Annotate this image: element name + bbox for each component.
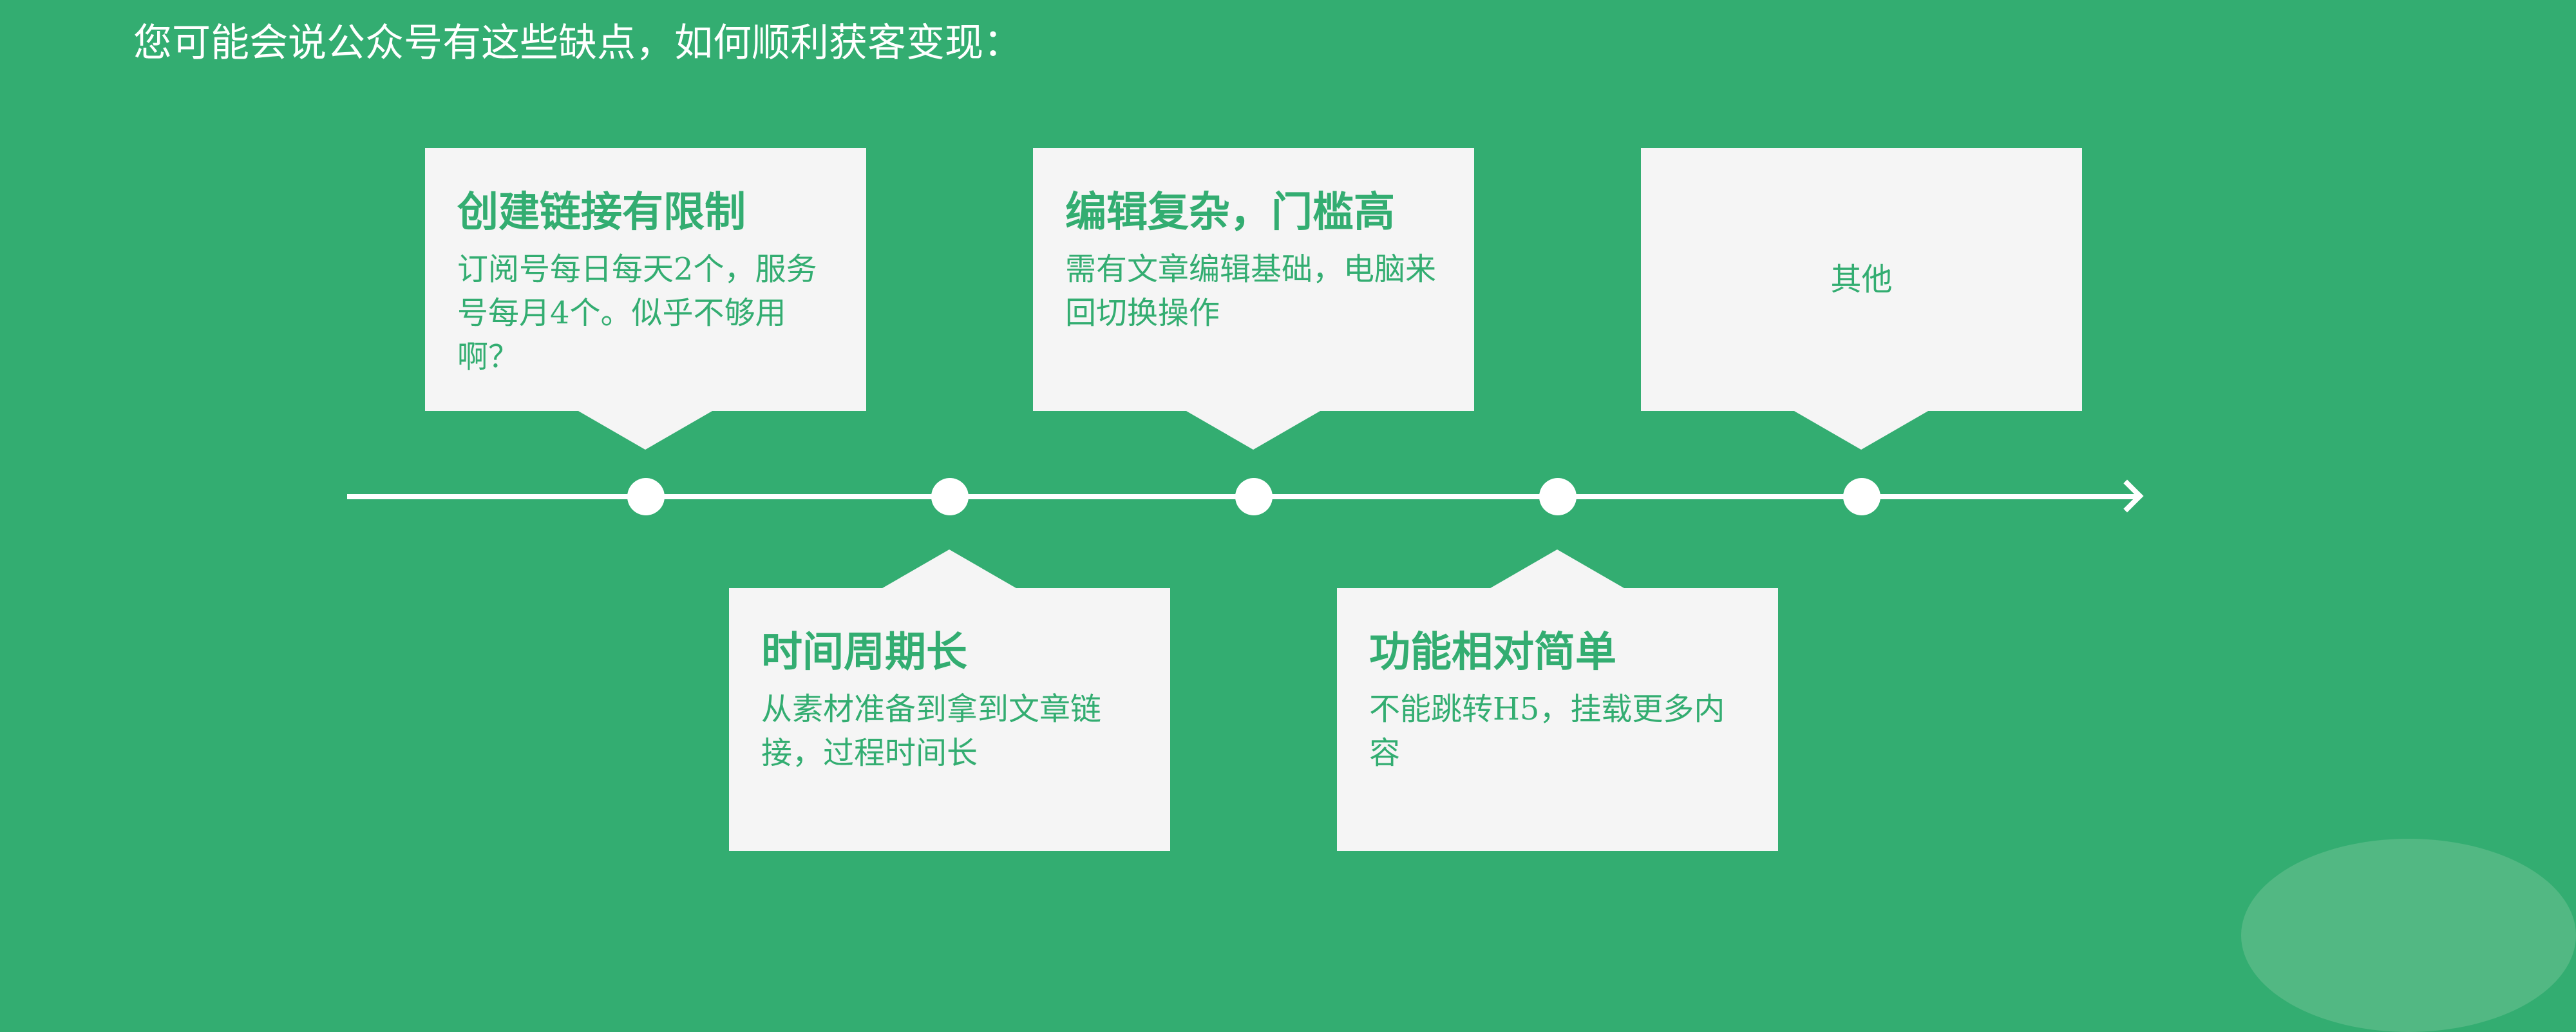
- card-title: 创建链接有限制: [457, 189, 746, 236]
- timeline-dot-3: [1235, 478, 1273, 515]
- card-long-cycle: 时间周期长 从素材准备到拿到文章链接，过程时间长: [729, 549, 1170, 851]
- card-title: 时间周期长: [761, 629, 967, 676]
- card-complex-editing: 编辑复杂，门槛高 需有文章编辑基础，电脑来回切换操作: [1033, 148, 1474, 450]
- card-pointer: [1186, 411, 1320, 450]
- card-body: 从素材准备到拿到文章链接，过程时间长: [761, 691, 1102, 771]
- timeline-dot-4: [1539, 478, 1577, 515]
- card-body: 其他: [1830, 262, 1893, 298]
- card-body: 订阅号每日每天2个，服务号每月4个。似乎不够用啊？: [457, 251, 817, 375]
- card-pointer: [578, 411, 712, 450]
- decorative-circle: [2241, 839, 2576, 1032]
- card-title: 功能相对简单: [1369, 629, 1616, 676]
- timeline-dot-2: [931, 478, 969, 515]
- card-other: 其他: [1641, 148, 2082, 450]
- card-link-limit: 创建链接有限制 订阅号每日每天2个，服务号每月4个。似乎不够用啊？: [425, 148, 866, 450]
- timeline-dot-1: [627, 478, 665, 515]
- card-pointer: [1490, 549, 1624, 588]
- card-pointer: [882, 549, 1016, 588]
- timeline-dot-5: [1843, 478, 1880, 515]
- timeline-arrow-icon: [2110, 479, 2144, 513]
- card-title: 编辑复杂，门槛高: [1065, 189, 1395, 236]
- page-title: 您可能会说公众号有这些缺点，如何顺利获客变现：: [133, 21, 1022, 66]
- card-body: 不能跳转H5，挂载更多内容: [1369, 691, 1725, 771]
- card-body: 需有文章编辑基础，电脑来回切换操作: [1065, 251, 1437, 331]
- card-pointer: [1794, 411, 1928, 450]
- card-simple-features: 功能相对简单 不能跳转H5，挂载更多内容: [1337, 549, 1778, 851]
